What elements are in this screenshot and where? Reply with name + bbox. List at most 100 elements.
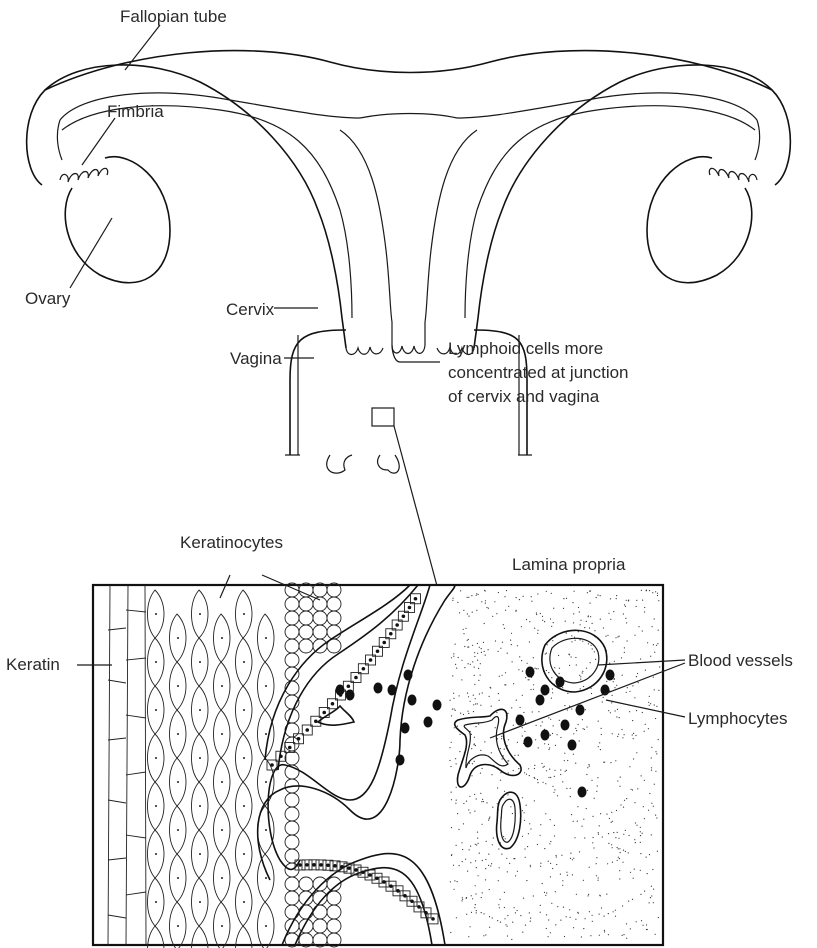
stipple-dot bbox=[617, 832, 618, 833]
stipple-dot bbox=[604, 931, 605, 932]
stipple-dot bbox=[525, 677, 526, 678]
stipple-dot bbox=[623, 834, 624, 835]
stipple-dot bbox=[610, 712, 611, 713]
basal-nucleus bbox=[396, 889, 400, 893]
stipple-dot bbox=[505, 684, 506, 685]
stipple-dot bbox=[649, 902, 650, 903]
stipple-dot bbox=[650, 703, 651, 704]
stipple-dot bbox=[563, 907, 564, 908]
stipple-dot bbox=[574, 591, 575, 592]
stipple-dot bbox=[657, 643, 658, 644]
stipple-dot bbox=[474, 743, 475, 744]
stipple-dot bbox=[475, 885, 476, 886]
stipple-dot bbox=[546, 591, 547, 592]
stipple-dot bbox=[556, 856, 557, 857]
stipple-dot bbox=[576, 664, 577, 665]
stipple-dot bbox=[651, 747, 652, 748]
stipple-dot bbox=[467, 693, 468, 694]
stipple-dot bbox=[555, 924, 556, 925]
cell-nucleus bbox=[243, 757, 245, 759]
stipple-dot bbox=[458, 657, 459, 658]
stipple-dot bbox=[498, 693, 499, 694]
stipple-dot bbox=[540, 824, 541, 825]
stipple-dot bbox=[627, 687, 628, 688]
cell-nucleus bbox=[221, 925, 223, 927]
stipple-dot bbox=[522, 810, 523, 811]
stipple-dot bbox=[480, 675, 481, 676]
stipple-dot bbox=[592, 915, 593, 916]
stipple-dot bbox=[496, 613, 497, 614]
stipple-dot bbox=[527, 663, 528, 664]
stipple-dot bbox=[507, 871, 508, 872]
stipple-dot bbox=[654, 618, 655, 619]
stipple-dot bbox=[478, 668, 479, 669]
stipple-dot bbox=[577, 912, 578, 913]
label-ovary: Ovary bbox=[25, 289, 71, 308]
lymphocyte bbox=[606, 670, 615, 681]
stipple-dot bbox=[467, 597, 468, 598]
basal-nucleus bbox=[424, 911, 428, 915]
stipple-dot bbox=[577, 821, 578, 822]
stipple-dot bbox=[536, 612, 537, 613]
stipple-dot bbox=[530, 866, 531, 867]
right-ovary bbox=[647, 157, 757, 283]
stipple-dot bbox=[554, 667, 555, 668]
stipple-dot bbox=[455, 664, 456, 665]
stipple-dot bbox=[592, 921, 593, 922]
stipple-dot bbox=[522, 727, 523, 728]
stipple-dot bbox=[547, 644, 548, 645]
stipple-dot bbox=[458, 829, 459, 830]
stipple-dot bbox=[530, 921, 531, 922]
stipple-dot bbox=[608, 843, 609, 844]
stipple-dot bbox=[592, 842, 593, 843]
stipple-dot bbox=[540, 613, 541, 614]
stipple-dot bbox=[475, 726, 476, 727]
stipple-dot bbox=[527, 846, 528, 847]
stipple-dot bbox=[475, 703, 476, 704]
stipple-dot bbox=[548, 936, 549, 937]
stipple-dot bbox=[466, 801, 467, 802]
basal-nucleus bbox=[369, 658, 373, 662]
stipple-dot bbox=[456, 668, 457, 669]
stipple-dot bbox=[617, 709, 618, 710]
stipple-dot bbox=[586, 668, 587, 669]
stipple-dot bbox=[575, 919, 576, 920]
stipple-dot bbox=[566, 916, 567, 917]
stipple-dot bbox=[653, 806, 654, 807]
stipple-dot bbox=[479, 853, 480, 854]
cell-nucleus bbox=[221, 733, 223, 735]
stipple-dot bbox=[472, 661, 473, 662]
stipple-dot bbox=[480, 793, 481, 794]
stipple-dot bbox=[488, 820, 489, 821]
stipple-dot bbox=[546, 653, 547, 654]
stipple-dot bbox=[601, 907, 602, 908]
stipple-dot bbox=[451, 657, 452, 658]
stipple-dot bbox=[474, 907, 475, 908]
label-lymphoid-line3: of cervix and vagina bbox=[448, 387, 600, 406]
basal-nucleus bbox=[314, 719, 318, 723]
stipple-dot bbox=[651, 770, 652, 771]
stipple-dot bbox=[471, 748, 472, 749]
stipple-dot bbox=[483, 642, 484, 643]
stipple-dot bbox=[489, 818, 490, 819]
stipple-dot bbox=[481, 601, 482, 602]
stipple-dot bbox=[549, 769, 550, 770]
stipple-dot bbox=[555, 891, 556, 892]
stipple-dot bbox=[622, 675, 623, 676]
basal-nucleus bbox=[347, 866, 351, 870]
stipple-dot bbox=[567, 875, 568, 876]
stipple-dot bbox=[619, 717, 620, 718]
stipple-dot bbox=[464, 667, 465, 668]
stipple-dot bbox=[588, 643, 589, 644]
stipple-dot bbox=[482, 824, 483, 825]
basal-nucleus bbox=[382, 880, 386, 884]
stipple-dot bbox=[610, 619, 611, 620]
stipple-dot bbox=[571, 656, 572, 657]
stipple-dot bbox=[495, 727, 496, 728]
stipple-dot bbox=[459, 865, 460, 866]
stipple-dot bbox=[632, 685, 633, 686]
stipple-dot bbox=[629, 766, 630, 767]
stipple-dot bbox=[453, 865, 454, 866]
stipple-dot bbox=[563, 598, 564, 599]
stipple-dot bbox=[453, 698, 454, 699]
